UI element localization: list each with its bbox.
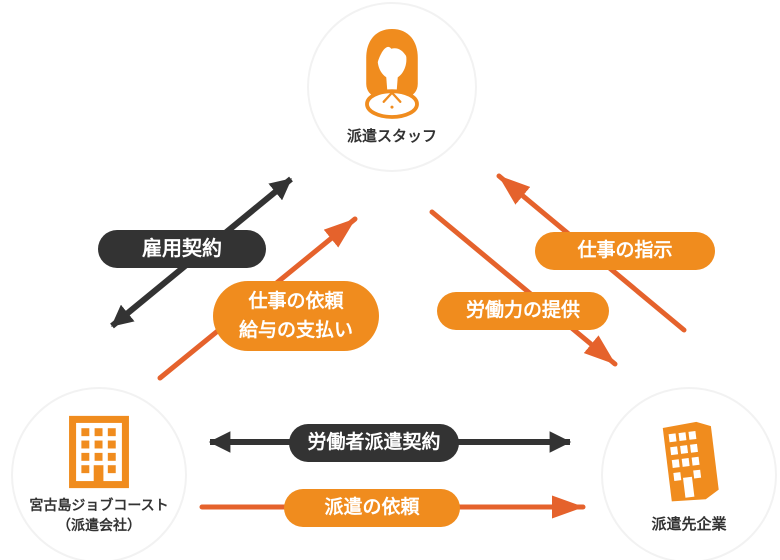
building-outline-icon xyxy=(69,415,129,488)
label-text-line1: 仕事の依頼 xyxy=(248,290,344,312)
node-staff-label: 派遣スタッフ xyxy=(346,128,437,146)
node-agency-label: 宮古島ジョブコースト （派遣会社） xyxy=(29,495,168,536)
label-dispatch-request: 派遣の依頼 xyxy=(284,489,460,527)
node-agency-label-line2: （派遣会社） xyxy=(57,517,141,533)
label-text: 仕事の指示 xyxy=(577,239,673,261)
label-work-instructions: 仕事の指示 xyxy=(535,232,715,270)
label-labor-provision: 労働力の提供 xyxy=(437,292,609,330)
label-employment-contract: 雇用契約 xyxy=(98,230,266,268)
node-agency-label-line1: 宮古島ジョブコースト xyxy=(29,496,169,513)
label-text-line2: 給与の支払い xyxy=(238,320,353,341)
arrow-labor-provision xyxy=(429,209,618,367)
label-text: 労働力の提供 xyxy=(465,299,580,321)
node-client-label: 派遣先企業 xyxy=(651,515,727,533)
label-dispatch-contract: 労働者派遣契約 xyxy=(289,424,459,462)
node-agency: 宮古島ジョブコースト （派遣会社） xyxy=(11,387,187,560)
label-text: 労働者派遣契約 xyxy=(307,431,441,453)
label-text: 派遣の依頼 xyxy=(324,496,420,518)
building-3d-icon xyxy=(662,421,719,502)
label-text: 雇用契約 xyxy=(142,238,222,260)
woman-person-icon xyxy=(365,29,419,119)
label-job-request-pay: 仕事の依頼 給与の支払い xyxy=(213,281,379,351)
node-client: 派遣先企業 xyxy=(601,387,777,560)
node-staff: 派遣スタッフ xyxy=(307,2,477,172)
